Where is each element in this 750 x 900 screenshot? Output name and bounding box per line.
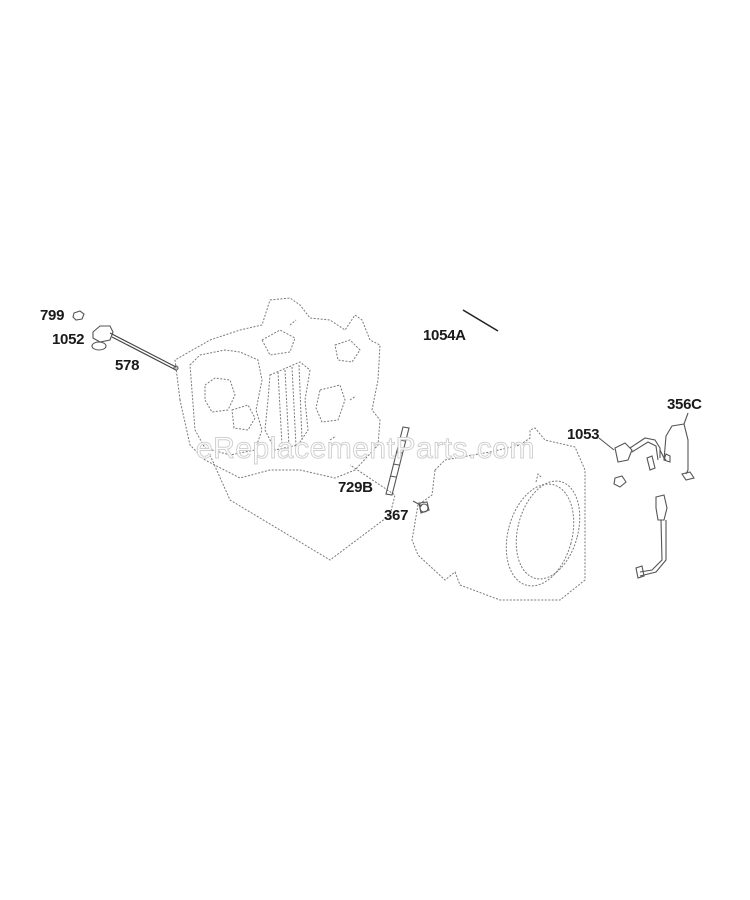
part-label-578[interactable]: 578 [115, 357, 140, 374]
part-356C-harness [613, 412, 695, 579]
part-729B-gasket [385, 426, 410, 496]
part-578-dipstick [109, 332, 179, 371]
part-label-729B[interactable]: 729B [338, 479, 373, 496]
part-1052-oil-cap [91, 325, 114, 351]
part-367-bolt [412, 500, 430, 514]
part-1053-switch [598, 437, 667, 471]
part-label-356C[interactable]: 356C [667, 396, 702, 413]
part-label-367[interactable]: 367 [384, 507, 409, 524]
part-label-1052[interactable]: 1052 [52, 331, 85, 348]
part-1054A-leader [462, 309, 499, 332]
part-label-1053[interactable]: 1053 [567, 426, 600, 443]
part-label-799[interactable]: 799 [40, 307, 65, 324]
part-799-screw [72, 310, 85, 321]
engine-block-illustration [174, 297, 396, 561]
blower-housing-illustration [411, 427, 586, 601]
part-label-1054A[interactable]: 1054A [423, 327, 466, 344]
watermark-text: eReplacementParts.com [196, 432, 535, 466]
